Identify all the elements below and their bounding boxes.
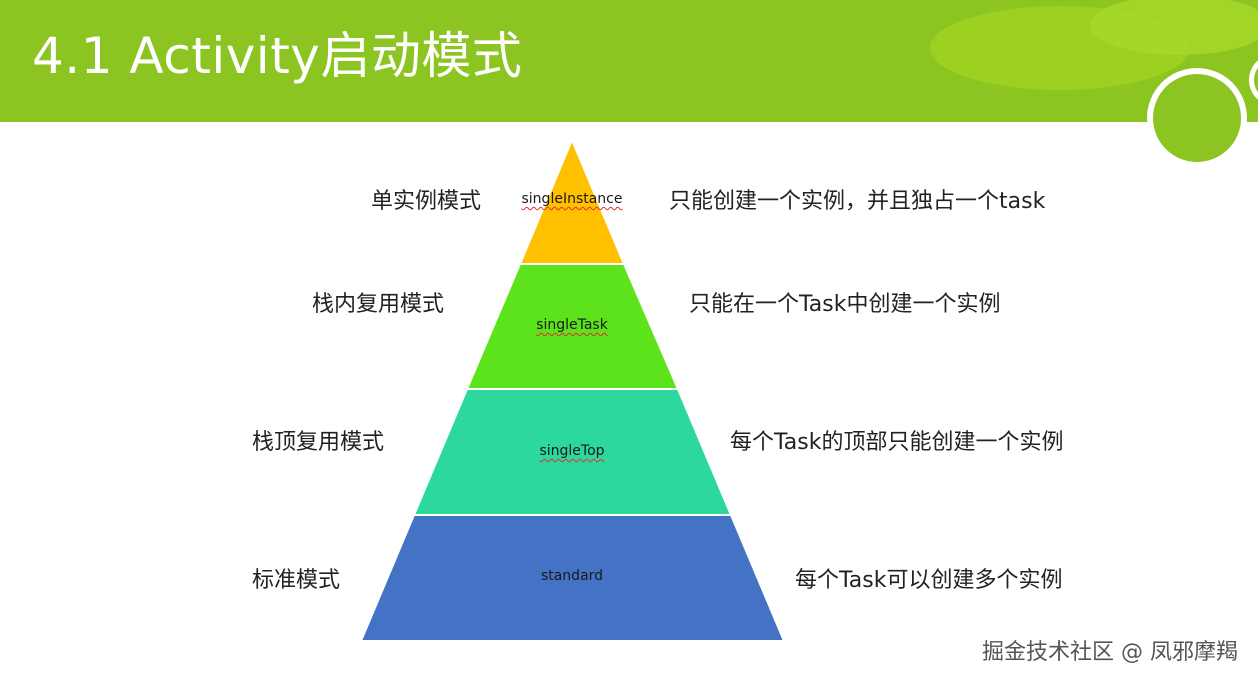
mode-label-single-top: singleTop [539, 443, 605, 459]
mode-label-single-task: singleTask [536, 317, 608, 333]
mode-label-standard: standard [540, 568, 604, 584]
title-banner: 4.1 Activity启动模式 [0, 0, 1258, 122]
name-single-instance: 单实例模式 [371, 189, 482, 214]
desc-single-instance: 只能创建一个实例，并且独占一个task [669, 189, 1046, 214]
layer-standard [359, 514, 786, 642]
desc-standard: 每个Task可以创建多个实例 [795, 568, 1063, 593]
name-single-top: 栈顶复用模式 [252, 430, 385, 455]
watermark: 掘金技术社区 @ 凤邪摩羯 [982, 640, 1238, 665]
ring-decoration [1147, 60, 1258, 168]
decorative-circles [930, 0, 1258, 90]
desc-single-task: 只能在一个Task中创建一个实例 [689, 292, 1001, 317]
desc-single-top: 每个Task的顶部只能创建一个实例 [730, 430, 1064, 455]
name-standard: 标准模式 [252, 568, 341, 593]
slide-title: 4.1 Activity启动模式 [32, 27, 523, 85]
name-single-task: 栈内复用模式 [312, 292, 445, 317]
mode-label-single-instance: singleInstance [521, 191, 623, 207]
